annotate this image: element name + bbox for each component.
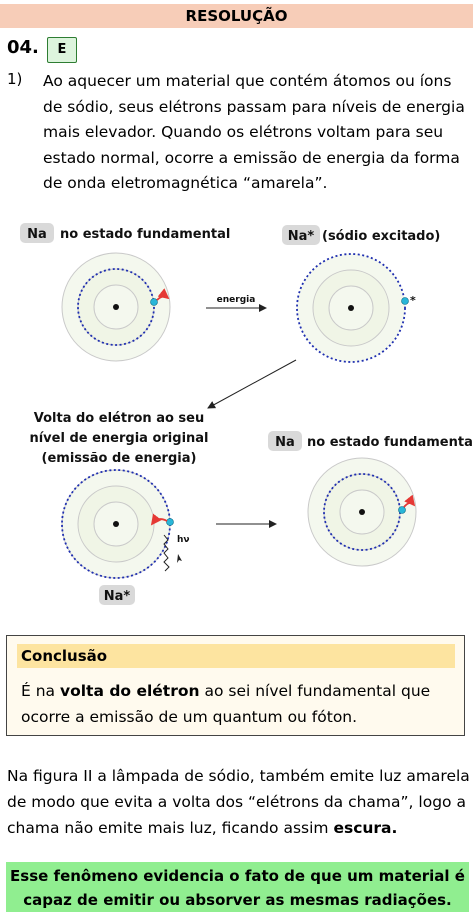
explanation-paragraph: Na figura II a lâmpada de sódio, também … <box>7 767 470 837</box>
electron-icon <box>398 506 406 514</box>
atom-ground-state-2 <box>307 457 417 567</box>
atom-emitting: hν <box>61 469 190 579</box>
label-fundamental-bottom: Na no estado fundamental <box>268 431 473 451</box>
atom-excited: * <box>296 253 416 363</box>
excited-star: * <box>410 294 416 307</box>
excited-label-text: (sódio excitado) <box>322 229 440 244</box>
conclusion-box: Conclusão É na volta do elétron ao sei n… <box>6 635 465 736</box>
na-excited-badge: Na* <box>104 589 131 604</box>
return-label-line3: (emissão de energia) <box>42 451 197 466</box>
highlight-box: Esse fenômeno evidencia o fato de que um… <box>6 862 469 912</box>
energy-arrow: energia <box>206 295 267 312</box>
photon-wave-icon <box>163 534 170 572</box>
atom-ground-state-1 <box>61 252 171 362</box>
conclusion-text: É na volta do elétron ao sei nível funda… <box>21 682 431 726</box>
answer-badge: E <box>47 37 77 63</box>
label-excited: Na* (sódio excitado) <box>282 225 440 245</box>
return-label: Volta do elétron ao seu nível de energia… <box>29 411 208 466</box>
na-excited-badge: Na* <box>288 229 315 244</box>
electron-icon <box>166 518 174 526</box>
bottom-na-badge: Na* <box>99 585 135 605</box>
question-number: 04. <box>7 37 39 58</box>
resolution-header: RESOLUÇÃO <box>0 4 473 28</box>
highlight-line1: Esse fenômeno evidencia o fato de que um… <box>10 867 465 885</box>
electron-icon <box>401 297 409 305</box>
na-badge: Na <box>27 227 47 242</box>
photon-label: hν <box>177 535 190 545</box>
sodium-excitation-diagram: Na no estado fundamental Na* (sódio exci… <box>20 223 473 605</box>
highlight-line2: capaz de emitir ou absorver as mesmas ra… <box>23 891 452 909</box>
return-label-line2: nível de energia original <box>29 431 208 446</box>
item-text: Ao aquecer um material que contém átomos… <box>43 72 465 192</box>
na-badge: Na <box>275 435 295 450</box>
item-number: 1) <box>7 70 23 88</box>
label-fundamental-top: Na no estado fundamental <box>20 223 230 243</box>
return-label-line1: Volta do elétron ao seu <box>34 411 204 426</box>
energy-label: energia <box>217 295 256 305</box>
fundamental-label-text: no estado fundamental <box>307 435 473 450</box>
return-arrow <box>207 359 297 409</box>
conclusion-title: Conclusão <box>17 644 455 668</box>
fundamental-label-text: no estado fundamental <box>60 227 230 242</box>
electron-icon <box>150 298 158 306</box>
